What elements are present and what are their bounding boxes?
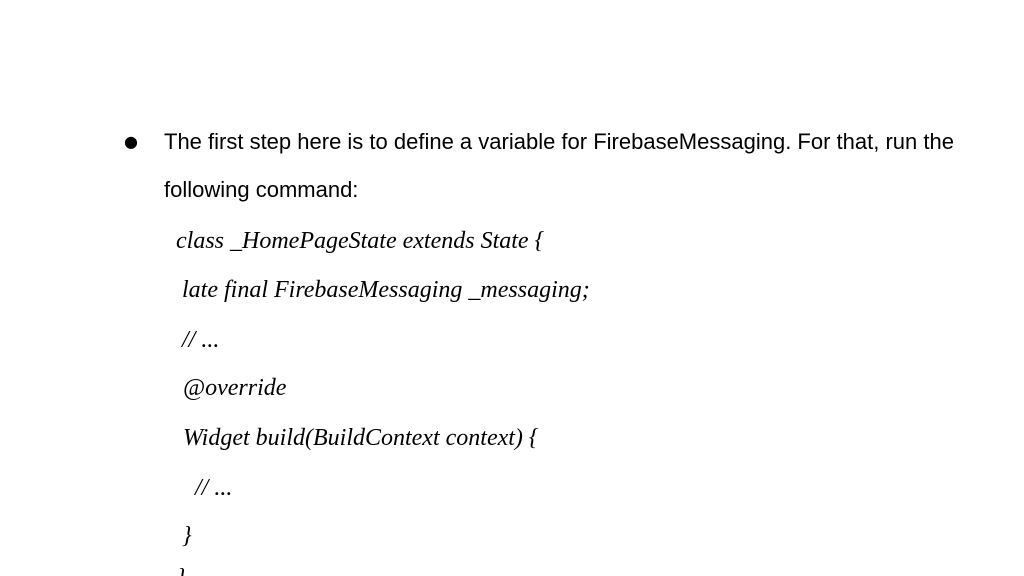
code-line: // ... — [182, 327, 220, 353]
code-line: Widget build(BuildContext context) { — [183, 425, 539, 451]
bullet-text: The first step here is to define a varia… — [164, 129, 954, 202]
code-line: late final FirebaseMessaging _messaging; — [182, 277, 590, 303]
code-line: @override — [183, 375, 287, 401]
code-line: // ... — [195, 475, 233, 501]
code-line: } — [182, 523, 192, 549]
bullet-marker: ● — [124, 132, 138, 151]
code-line: } — [176, 563, 186, 576]
code-line: class _HomePageState extends State { — [176, 228, 545, 254]
